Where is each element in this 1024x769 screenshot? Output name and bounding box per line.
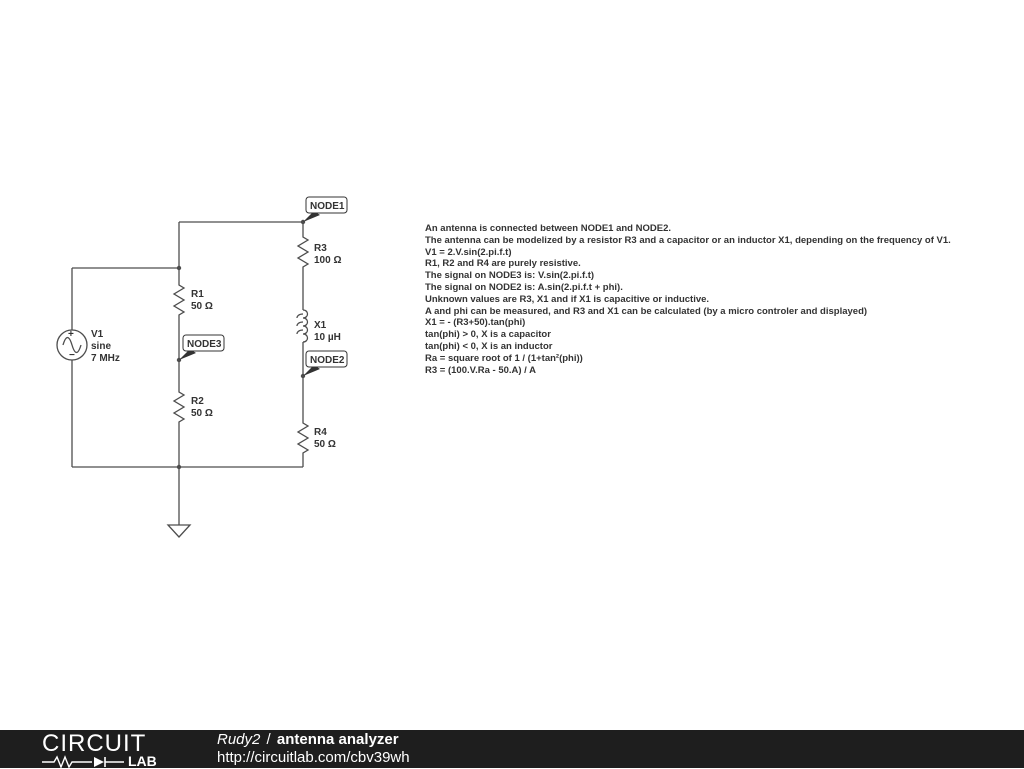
resistor-r4: R4 50 Ω xyxy=(296,420,336,456)
junction-dot xyxy=(176,265,182,271)
logo-waveform-icon xyxy=(42,755,124,768)
node-tag-node1: NODE1 xyxy=(303,196,348,222)
inductor-x1: X1 10 µH xyxy=(296,309,341,344)
circuit-url-link[interactable]: http://circuitlab.com/cbv39wh xyxy=(217,749,410,766)
sine-wave-icon xyxy=(62,336,82,354)
r3-name: R3 xyxy=(314,243,327,254)
node-tag-box xyxy=(182,334,225,352)
node-tag-pointer xyxy=(303,365,320,376)
r1-name: R1 xyxy=(191,289,204,300)
resistor-r3: R3 100 Ω xyxy=(296,234,341,270)
minus-sign: − xyxy=(69,350,75,361)
ground-symbol xyxy=(166,524,192,538)
node-tag-box xyxy=(305,350,348,368)
plus-sign: + xyxy=(68,329,74,340)
node-tag-pointer xyxy=(303,211,320,222)
r2-name: R2 xyxy=(191,396,204,407)
resistor-zigzag xyxy=(172,389,186,425)
v1-type: sine xyxy=(91,341,111,352)
r3-value: 100 Ω xyxy=(314,255,341,266)
note-line: R3 = (100.V.Ra - 50.A) / A xyxy=(425,364,536,376)
junction-dot xyxy=(176,464,182,470)
source-circle xyxy=(56,329,88,361)
sine-source-v1: + − V1 sine 7 MHz xyxy=(56,329,120,364)
resistor-r2: R2 50 Ω xyxy=(172,389,213,425)
note-line: tan(phi) < 0, X is an inductor xyxy=(425,340,553,352)
inductor-coil xyxy=(296,309,309,344)
r2-value: 50 Ω xyxy=(191,408,213,419)
node-tag-label: NODE1 xyxy=(310,201,345,212)
ground-icon xyxy=(166,524,192,538)
note-line: tan(phi) > 0, X is a capacitor xyxy=(425,329,551,341)
note-line: An antenna is connected between NODE1 an… xyxy=(425,223,671,234)
note-line: The signal on NODE2 is: A.sin(2.pi.f.t +… xyxy=(425,281,623,293)
v1-value: 7 MHz xyxy=(91,353,120,364)
r4-value: 50 Ω xyxy=(314,439,336,450)
resistor-zigzag xyxy=(296,420,310,456)
node-tag-label: NODE3 xyxy=(187,339,222,350)
r4-name: R4 xyxy=(314,427,327,438)
note-line: The antenna can be modelized by a resist… xyxy=(425,234,951,246)
node-tag-node3: NODE3 xyxy=(179,334,225,360)
circuit-schematic: + − V1 sine 7 MHz R1 50 Ω R2 50 Ω R3 100… xyxy=(56,196,348,538)
title-separator: / xyxy=(266,731,271,748)
node-tag-label: NODE2 xyxy=(310,355,345,366)
circuit-notes: An antenna is connected between NODE1 an… xyxy=(425,223,1005,376)
x1-name: X1 xyxy=(314,320,327,331)
v1-name: V1 xyxy=(91,329,104,340)
resistor-zigzag xyxy=(172,282,186,318)
note-line: Ra = square root of 1 / (1+tan²(phi)) xyxy=(425,352,583,364)
footer-bar: CIRCUIT LAB Rudy2 / antenna analyzer htt… xyxy=(0,730,1024,768)
x1-value: 10 µH xyxy=(314,332,341,343)
author-link[interactable]: Rudy2 xyxy=(217,731,261,748)
resistor-zigzag xyxy=(296,234,310,270)
node-tag-box xyxy=(305,196,348,214)
circuitlab-logo[interactable]: CIRCUIT LAB xyxy=(42,730,157,768)
logo-word-lab: LAB xyxy=(128,753,157,769)
node-tag-node2: NODE2 xyxy=(303,350,348,376)
note-line: Unknown values are R3, X1 and if X1 is c… xyxy=(425,293,710,305)
note-line: The signal on NODE3 is: V.sin(2.pi.f.t) xyxy=(425,270,595,282)
r1-value: 50 Ω xyxy=(191,301,213,312)
footer-title: Rudy2 / antenna analyzer xyxy=(217,731,399,749)
logo-word-circuit: CIRCUIT xyxy=(42,730,147,757)
node-tag-pointer xyxy=(179,349,196,360)
note-line: A and phi can be measured, and R3 and X1… xyxy=(425,305,868,317)
wires xyxy=(71,221,304,525)
resistor-r1: R1 50 Ω xyxy=(172,282,213,318)
circuit-name: antenna analyzer xyxy=(276,731,399,748)
note-line: V1 = 2.V.sin(2.pi.f.t) xyxy=(425,246,512,258)
note-line: X1 = - (R3+50).tan(phi) xyxy=(425,317,526,329)
note-line: R1, R2 and R4 are purely resistive. xyxy=(425,258,581,270)
